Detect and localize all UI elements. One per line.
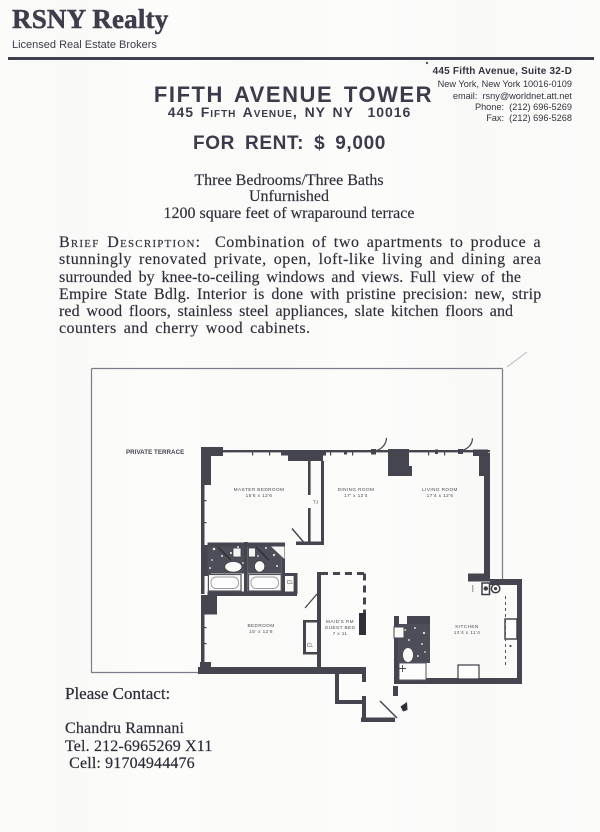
svg-text:MAID'S RM: MAID'S RM [326,619,354,624]
svg-text:7 x 11: 7 x 11 [333,631,348,636]
svg-text:17' x 12'4: 17' x 12'4 [344,493,368,498]
svg-text:TJ: TJ [313,500,318,505]
svg-text:GUEST BED: GUEST BED [325,625,356,630]
svg-text:LIVING ROOM: LIVING ROOM [422,487,458,492]
svg-text:BEDROOM: BEDROOM [247,623,274,628]
svg-text:15'6 x 12'6: 15'6 x 12'6 [246,493,273,498]
svg-text:17'4 x 12'6: 17'4 x 12'6 [427,493,454,498]
svg-text:DINING ROOM: DINING ROOM [338,487,375,492]
svg-text:13'4 x 11'4: 13'4 x 11'4 [454,630,480,635]
svg-text:CL: CL [287,580,294,586]
svg-text:KITCHEN: KITCHEN [455,624,478,629]
svg-text:15' x 12'6: 15' x 12'6 [249,629,273,634]
svg-text:MASTER BEDROOM: MASTER BEDROOM [234,487,285,492]
svg-text:CL: CL [307,643,314,649]
svg-text:PRIVATE TERRACE: PRIVATE TERRACE [126,449,184,456]
